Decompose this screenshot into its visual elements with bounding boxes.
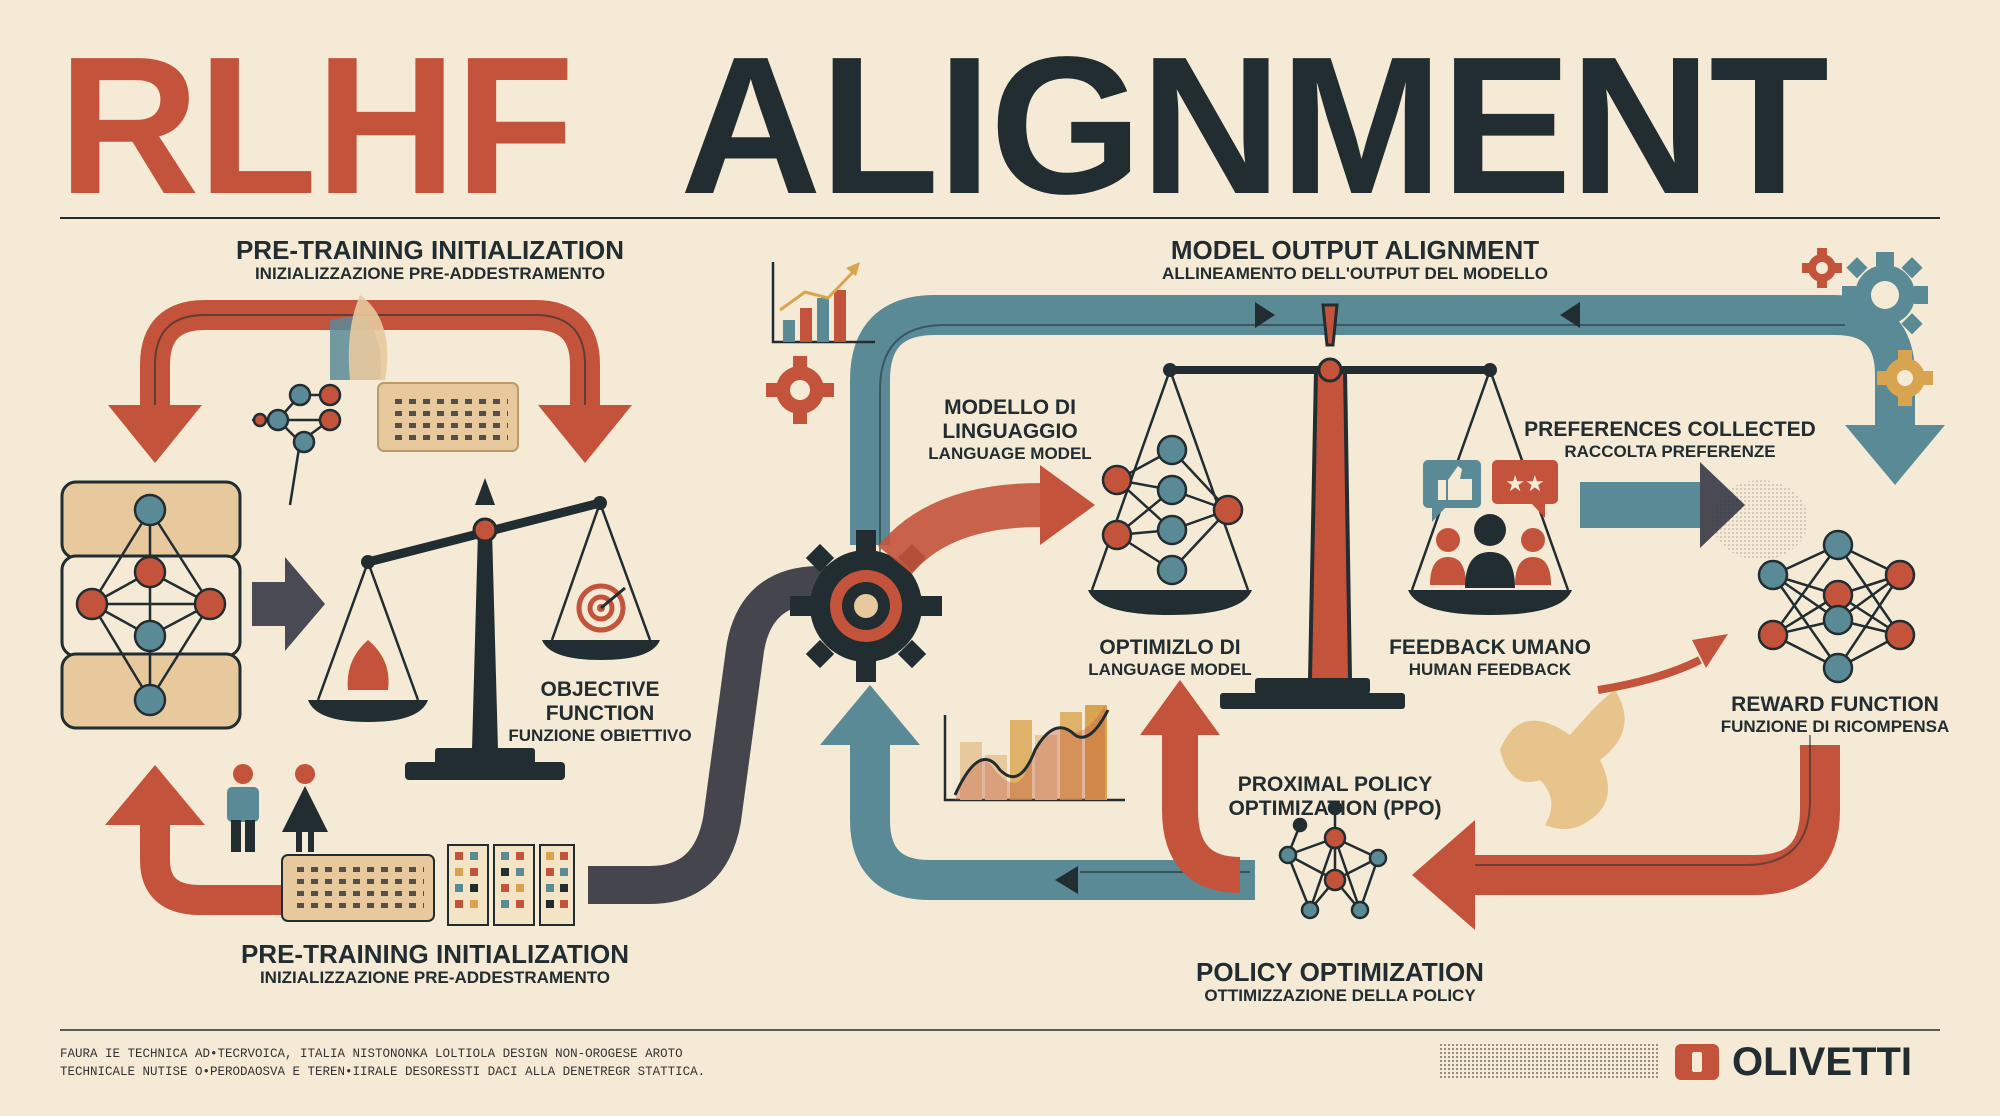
reward-label: REWARD FUNCTION FUNZIONE DI RICOMPENSA	[1700, 693, 1970, 737]
gear-icon	[1802, 248, 1842, 288]
model-output-title: MODEL OUTPUT ALIGNMENT	[1170, 235, 1540, 265]
pretrain-bottom-title: PRE-TRAINING INITIALIZATION	[240, 939, 630, 969]
gear-icon	[790, 530, 942, 682]
pretrain-top-label: PRE-TRAINING INITIALIZATION INIZIALIZZAZ…	[120, 236, 740, 284]
right-arrow-icon	[252, 557, 325, 651]
model-output-label: MODEL OUTPUT ALIGNMENT ALLINEAMENTO DELL…	[1030, 236, 1680, 284]
gear-icon	[1842, 252, 1928, 338]
optimizlo-title: OPTIMIZLO DI	[1099, 636, 1241, 659]
connector-path	[588, 566, 832, 904]
rust-arrow	[877, 465, 1095, 575]
language-model-line-2: LINGUAGGIO	[942, 420, 1078, 443]
brand-name: OLIVETTI	[1732, 1040, 1912, 1084]
area-chart-icon	[943, 705, 1125, 802]
small-network-icon	[252, 383, 342, 506]
reward-loop-arrow	[1412, 735, 1840, 930]
reward-subtitle: FUNZIONE DI RICOMPENSA	[1720, 717, 1950, 736]
people-icon	[1430, 514, 1551, 588]
preferences-title: PREFERENCES COLLECTED	[1524, 418, 1816, 441]
olivetti-logo-icon	[1675, 1044, 1719, 1080]
halftone-shading	[1712, 480, 1808, 560]
language-model-line-1: MODELLO DI	[944, 396, 1076, 419]
neural-network-icon	[1757, 529, 1916, 684]
svg-text:★★: ★★	[1505, 472, 1544, 497]
pretrain-top-subtitle: INIZIALIZZAZIONE PRE-ADDESTRAMENTO	[254, 264, 606, 283]
rust-arrow	[1597, 634, 1728, 694]
footer-line-1: FAURA IE TECHNICA AD•TECRVOICA, ITALIA N…	[60, 1047, 683, 1061]
footer-line-2: TECHNICALE NUTISE O•PERODAOSVA E TEREN•I…	[60, 1065, 706, 1079]
title-part-1: RLHF	[58, 16, 575, 235]
gear-icon	[766, 356, 834, 424]
ppo-label: PROXIMAL POLICY OPTIMIZATION (PPO)	[1185, 773, 1485, 821]
language-model-label: MODELLO DI LINGUAGGIO LANGUAGE MODEL	[910, 396, 1110, 464]
model-output-subtitle: ALLINEAMENTO DELL'OUTPUT DEL MODELLO	[1162, 264, 1548, 283]
punch-card-icon	[377, 382, 519, 452]
balance-scale-icon	[308, 478, 660, 780]
ppo-line-2: OPTIMIZATION (PPO)	[1228, 797, 1442, 820]
pretrain-bottom-subtitle: INIZIALIZZAZIONE PRE-ADDESTRAMENTO	[259, 968, 611, 987]
target-icon	[576, 583, 626, 633]
preferences-label: PREFERENCES COLLECTED RACCOLTA PREFERENZ…	[1510, 418, 1830, 462]
objective-subtitle: FUNZIONE OBIETTIVO	[508, 726, 692, 745]
thumbs-up-icon	[1423, 460, 1481, 522]
data-grid-icon	[447, 844, 575, 926]
feedback-subtitle: HUMAN FEEDBACK	[1408, 660, 1572, 679]
optimizlo-label: OPTIMIZLO DI LANGUAGE MODEL	[1060, 636, 1280, 680]
neural-network-icon	[60, 480, 242, 730]
policy-opt-label: POLICY OPTIMIZATION OTTIMIZZAZIONE DELLA…	[1140, 958, 1540, 1006]
policy-opt-subtitle: OTTIMIZZAZIONE DELLA POLICY	[1204, 986, 1476, 1005]
objective-line-1: OBJECTIVE	[540, 678, 660, 701]
neural-network-icon	[1278, 800, 1388, 920]
main-loop-arrow	[820, 295, 1945, 900]
objective-line-2: FUNCTION	[545, 702, 655, 725]
pretrain-bottom-label: PRE-TRAINING INITIALIZATION INIZIALIZZAZ…	[115, 940, 755, 988]
neural-network-icon	[1101, 434, 1244, 586]
halftone-shading	[1440, 1042, 1660, 1078]
feedback-label: FEEDBACK UMANO HUMAN FEEDBACK	[1350, 636, 1630, 680]
objective-label: OBJECTIVE FUNCTION FUNZIONE OBIETTIVO	[480, 678, 720, 746]
optimizlo-subtitle: LANGUAGE MODEL	[1088, 660, 1252, 679]
gear-icon	[1877, 350, 1933, 406]
preferences-subtitle: RACCOLTA PREFERENZE	[1564, 442, 1776, 461]
punch-card-icon	[281, 854, 435, 922]
leaf-icon	[330, 295, 388, 380]
reward-title: REWARD FUNCTION	[1731, 693, 1939, 716]
title-part-2: ALIGNMENT	[680, 16, 1829, 235]
pretrain-top-title: PRE-TRAINING INITIALIZATION	[235, 235, 625, 265]
bar-chart-icon	[771, 262, 875, 344]
ppo-line-1: PROXIMAL POLICY	[1237, 773, 1433, 796]
policy-opt-title: POLICY OPTIMIZATION	[1196, 957, 1484, 987]
rust-arrow	[1140, 680, 1241, 893]
language-model-subtitle: LANGUAGE MODEL	[928, 444, 1092, 463]
bottom-left-loop-arrow	[105, 765, 290, 915]
people-icon	[227, 764, 328, 852]
paint-splash	[1500, 690, 1625, 829]
star-rating-icon: ★★	[1492, 460, 1558, 518]
feedback-title: FEEDBACK UMANO	[1389, 636, 1591, 659]
